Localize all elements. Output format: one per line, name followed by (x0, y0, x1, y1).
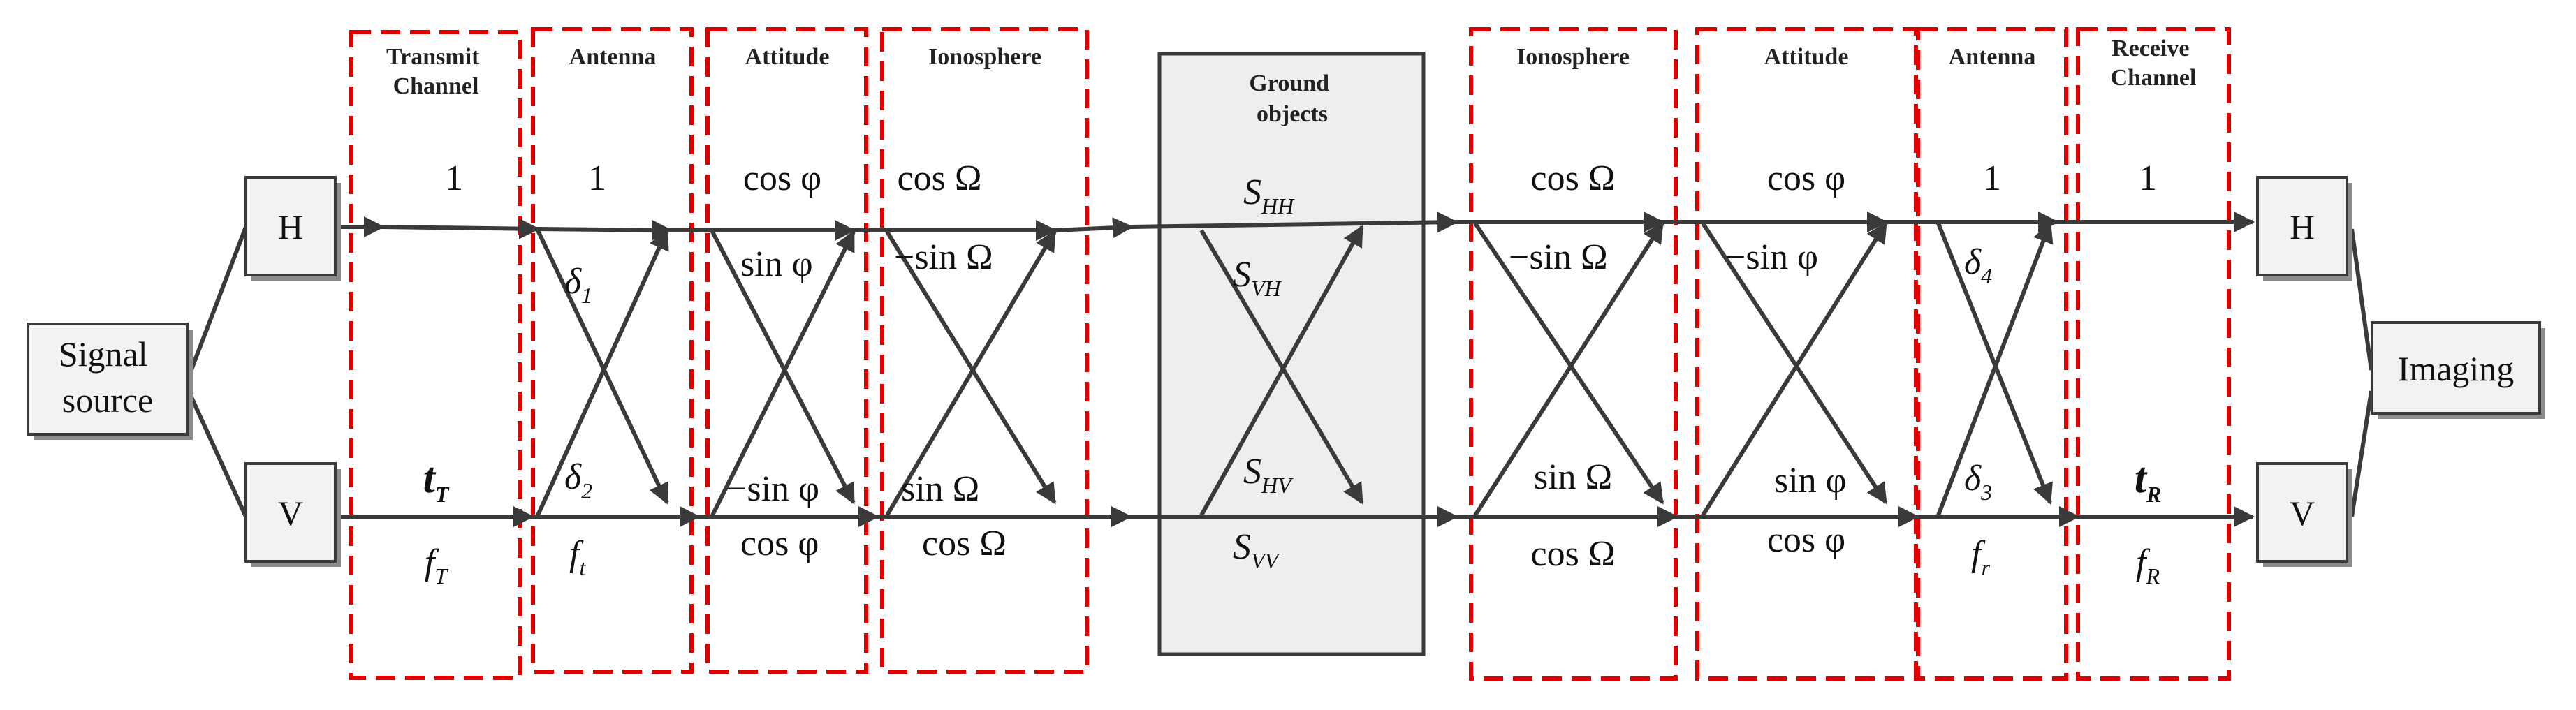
ionosphere-tx-v-to-h (885, 230, 1057, 517)
attitude-rx-vh-coef: sin φ (1774, 461, 1847, 501)
attitude-tx-hh-coef: cos φ (743, 158, 821, 198)
ionosphere-tx-hh-coef: cos Ω (898, 158, 982, 198)
ionosphere-rx-vv-coef: cos Ω (1531, 534, 1616, 574)
rx-channel-f-coef: fR (2136, 542, 2160, 589)
antenna-rx-vh-coef: δ3 (1964, 459, 1992, 505)
header-ground-objects: Ground objects (1249, 71, 1335, 127)
attitude-tx-vv-coef: cos φ (740, 524, 819, 563)
source-to-v-line (186, 390, 248, 518)
attitude-rx-h-to-v (1701, 222, 1888, 505)
antenna-tx-h-to-v (536, 229, 669, 505)
rx-v-label: V (2290, 494, 2315, 533)
imaging-label: Imaging (2398, 349, 2515, 388)
source-to-h-line (186, 225, 248, 378)
antenna-rx-hv-coef: δ4 (1964, 242, 1992, 288)
ground-shv-coef: SHV (1243, 452, 1294, 498)
rx-h-label: H (2290, 207, 2315, 246)
rx-channel-t-coef: tR (2135, 454, 2162, 507)
attitude-rx-hh-coef: cos φ (1767, 158, 1845, 198)
attitude-tx-vh-coef: −sin φ (726, 469, 819, 509)
stage-box-antenna-rx (1916, 27, 2068, 681)
tx-channel-t-coef: tT (423, 454, 450, 507)
ionosphere-tx-hv-coef: −sin Ω (894, 237, 993, 277)
ground-v-to-h (1199, 225, 1364, 517)
attitude-rx-vv-coef: cos φ (1767, 520, 1845, 560)
stage-box-transmit-channel (349, 30, 522, 680)
tx-h-label: H (278, 207, 303, 246)
header-attitude-rx: Attitude (1764, 44, 1849, 70)
attitude-tx-v-to-h (710, 230, 856, 517)
stage-box-receive-channel (2076, 27, 2231, 681)
rx-h-node: H (2256, 176, 2352, 281)
rx-v-to-imaging-line (2350, 390, 2373, 517)
antenna-rx-vv-coef: fr (1971, 534, 1990, 580)
tx-h-node: H (244, 176, 341, 281)
antenna-rx-v-to-h (1936, 221, 2054, 517)
ionosphere-tx-vv-coef: cos Ω (922, 524, 1007, 563)
antenna-tx-hv-coef: δ1 (564, 262, 592, 308)
ground-shh-coef: SHH (1243, 172, 1295, 219)
antenna-rx-h-to-v (1936, 222, 2053, 505)
attitude-rx-hv-coef: −sin φ (1725, 237, 1818, 277)
rx-v-node: V (2256, 462, 2352, 567)
h-path-to-ground (1054, 217, 1134, 239)
ionosphere-rx-vh-coef: sin Ω (1534, 457, 1612, 497)
antenna-rx-hh-coef: 1 (1983, 158, 2001, 198)
stage-box-attitude-rx (1695, 27, 1918, 681)
ionosphere-tx-vh-coef: sin Ω (901, 469, 979, 509)
attitude-tx-h-to-v (710, 230, 856, 505)
header-antenna-tx: Antenna (569, 44, 657, 70)
h-path-antenna (537, 219, 673, 241)
antenna-tx-v-to-h (536, 228, 669, 517)
header-attitude-tx: Attitude (745, 44, 830, 70)
antenna-tx-vv-coef: ft (569, 534, 586, 580)
signal-source-node: Signal source (27, 323, 193, 440)
header-ionosphere-rx: Ionosphere (1516, 44, 1630, 70)
attitude-tx-hv-coef: sin φ (740, 244, 813, 284)
ionosphere-rx-h-to-v (1473, 222, 1664, 505)
tx-channel-hh-coef: 1 (445, 158, 463, 198)
ionosphere-rx-v-to-h (1473, 221, 1664, 517)
attitude-rx-v-to-h (1701, 221, 1888, 517)
stage-box-ionosphere-rx (1469, 27, 1678, 681)
stage-box-attitude-tx (705, 27, 868, 674)
header-antenna-rx: Antenna (1949, 44, 2036, 70)
tx-channel-f-coef: fT (425, 542, 448, 589)
stage-box-antenna-tx (531, 27, 694, 674)
antenna-tx-hh-coef: 1 (588, 158, 606, 198)
ionosphere-tx-h-to-v (885, 230, 1057, 505)
ground-svv-coef: SVV (1233, 527, 1281, 573)
rx-h-to-imaging-line (2350, 228, 2373, 371)
ionosphere-rx-hh-coef: cos Ω (1531, 158, 1616, 198)
ionosphere-rx-hv-coef: −sin Ω (1509, 237, 1608, 277)
ground-svh-coef: SVH (1233, 255, 1282, 301)
header-transmit-channel: Transmit Channel (386, 44, 485, 99)
h-path-channel (382, 218, 540, 239)
tx-v-node: V (244, 462, 341, 567)
signal-source-label: Signal source (59, 334, 156, 420)
stage-box-ionosphere-tx (880, 27, 1089, 674)
antenna-tx-vh-coef: δ2 (564, 457, 592, 503)
h-path-ground (1131, 212, 1458, 233)
imaging-node: Imaging (2371, 321, 2545, 419)
tx-v-label: V (278, 494, 303, 533)
ground-h-to-v (1199, 229, 1364, 505)
header-ionosphere-tx: Ionosphere (928, 44, 1041, 70)
header-receive-channel: Receive Channel (2111, 36, 2197, 91)
rx-channel-hh-coef: 1 (2139, 158, 2157, 198)
